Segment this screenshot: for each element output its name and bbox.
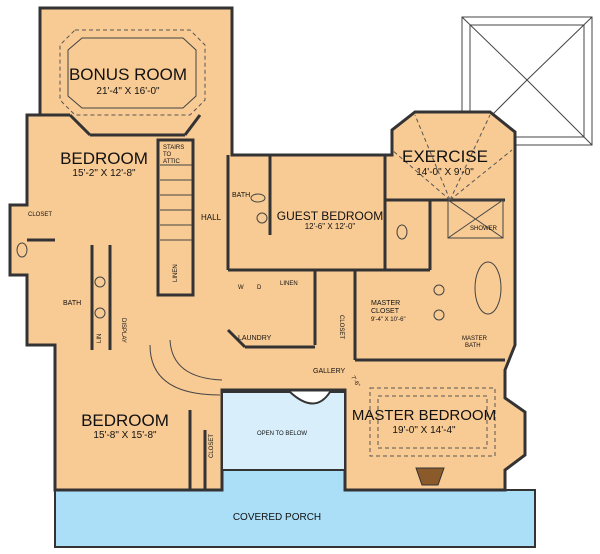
bonus-ceiling-inner (67, 37, 197, 109)
gallery-label: GALLERY (313, 368, 345, 375)
roof-outline (461, 16, 593, 215)
wall (68, 113, 92, 137)
sink-icon (433, 284, 445, 296)
interior-walls (27, 155, 505, 490)
bathtub-icon (474, 261, 502, 315)
room-name-master-bedroom: MASTER BEDROOM (352, 407, 496, 424)
washer-label: W (238, 285, 244, 291)
linen-label: LINEN (173, 264, 179, 282)
closet-label: CLOSET (28, 212, 52, 218)
curved-stair (149, 339, 223, 396)
toilet-icon (396, 224, 408, 240)
sink-icon (94, 276, 106, 288)
sink-icon (94, 307, 106, 319)
bath-label: BATH (232, 192, 250, 199)
room-name-porch: COVERED PORCH (233, 512, 321, 523)
master-bath-label: BATH (465, 343, 481, 349)
room-name-bedroom: BEDROOM (81, 411, 169, 430)
toilet-icon (16, 242, 28, 258)
room-name-guest: GUEST BEDROOM (277, 209, 383, 223)
bath-label: BATH (63, 300, 81, 307)
open-to-below-area (221, 391, 346, 471)
room-dim-bedroom: 15'-8" X 15'-8" (93, 430, 157, 441)
room-dim-bonus: 21'-4" X 16'-0" (96, 86, 160, 97)
shower-label: SHOWER (470, 226, 498, 232)
master-ceiling-inner (377, 395, 488, 449)
laundry-label: LAUNDRY (238, 335, 272, 342)
room-dim-exercise: 14'-0" X 9'-0" (416, 167, 474, 178)
attic-stairs (156, 138, 195, 297)
sink-icon (433, 309, 445, 321)
room-dim-bedroom: 15'-2" X 12'-8" (72, 168, 136, 179)
exercise-ceiling-rays (391, 114, 513, 201)
master-ceiling (369, 387, 496, 457)
room-name-master-closet: CLOSET (371, 308, 400, 315)
hall-label: HALL (201, 213, 222, 222)
room-dim-master-closet: 9'-4" X 10'-6" (371, 317, 406, 323)
open-to-below-label: OPEN TO BELOW (257, 431, 307, 437)
closet-label: CLOSET (338, 315, 344, 339)
toilet-icon (250, 193, 266, 203)
room-dim-master-bedroom: 19'-0" X 14'-4" (392, 425, 456, 436)
floor-area (8, 6, 527, 492)
wall (183, 114, 202, 136)
stairs-label: STAIRS (163, 145, 184, 151)
room-name-bonus: BONUS ROOM (69, 65, 187, 84)
room-dim-guest: 12'-6" X 12'-0" (305, 222, 356, 231)
dryer-label: D (257, 285, 262, 291)
lin-label: LIN (97, 334, 103, 343)
stairs-label: ATTIC (163, 159, 181, 165)
closet-label: CLOSET (209, 434, 215, 458)
shower-icon (447, 199, 504, 239)
fireplace-icon (415, 467, 445, 486)
gallery-dim-label: 7'-6" (349, 375, 360, 388)
sink-icon (256, 212, 268, 224)
room-name-master-closet: MASTER (371, 300, 400, 307)
display-label: DISPLAY (120, 318, 126, 343)
stairs-label: TO (163, 152, 172, 158)
room-name-bedroom: BEDROOM (60, 149, 148, 168)
room-name-exercise: EXERCISE (402, 147, 488, 166)
master-bath-label: MASTER (462, 336, 488, 342)
bonus-ceiling (59, 29, 206, 116)
linen-label: LINEN (280, 281, 298, 287)
